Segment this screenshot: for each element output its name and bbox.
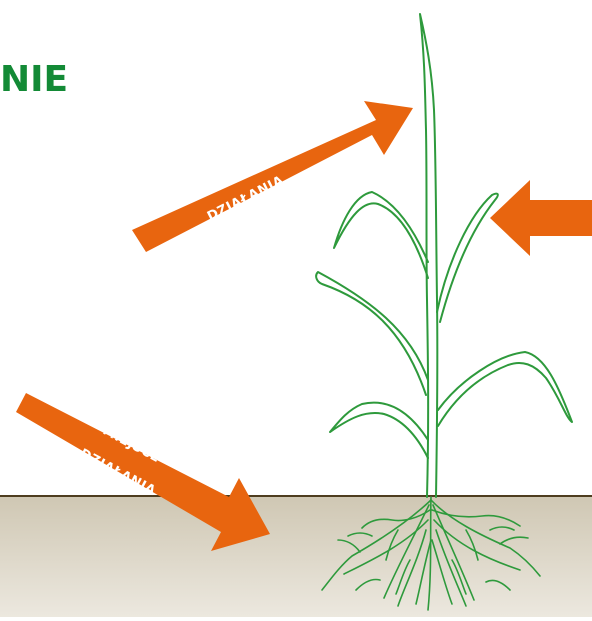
leaf-left-lower xyxy=(330,403,428,458)
leaf-right-lower xyxy=(438,352,572,426)
arrow-upper: MIEJSCE DZIAŁANIA xyxy=(132,101,413,252)
leaf-left-middle xyxy=(316,272,428,395)
arrow-right-shape xyxy=(490,180,592,256)
leaf-left-upper xyxy=(334,192,428,278)
plant-stem xyxy=(420,14,437,497)
page-heading: NIE xyxy=(0,62,68,98)
arrow-right xyxy=(490,180,592,256)
soil xyxy=(0,496,592,617)
plant xyxy=(316,14,572,497)
leaf-right-upper xyxy=(437,194,498,322)
